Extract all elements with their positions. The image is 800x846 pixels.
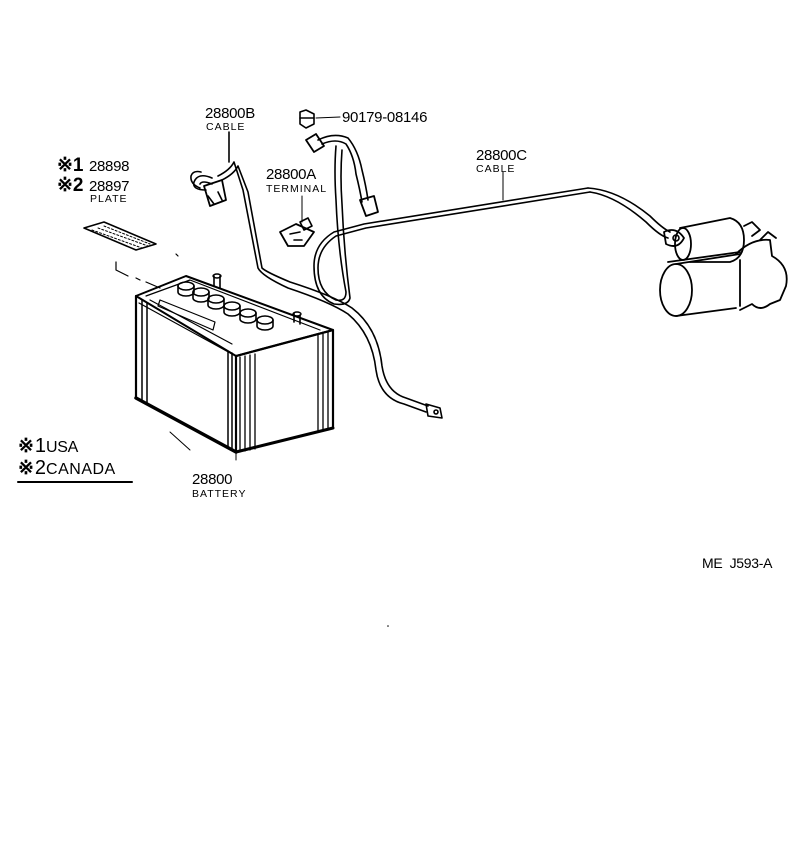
terminal-number: 28800A	[266, 166, 316, 183]
note-canada-num: 2	[34, 457, 47, 479]
note-usa: ※1USA	[18, 436, 78, 456]
cable-28800c-illustration	[305, 133, 685, 306]
cable-28800b-illustration	[190, 131, 443, 419]
bolt-illustration	[299, 109, 341, 129]
cable-b-name: CABLE	[206, 121, 246, 133]
terminal-name: TERMINAL	[266, 183, 328, 195]
note-usa-text: USA	[46, 439, 79, 456]
cable-c-number: 28800C	[476, 147, 527, 164]
battery-name: BATTERY	[192, 488, 247, 500]
plate-mark-2: ※2	[57, 175, 84, 196]
bolt-number: 90179-08146	[342, 109, 428, 126]
cable-b-number: 28800B	[205, 105, 255, 122]
reference-code: ME J593-A	[702, 555, 773, 571]
plate-illustration	[83, 221, 179, 289]
note-usa-num: 1	[34, 435, 47, 457]
starter-illustration	[659, 217, 788, 317]
cable-c-name: CABLE	[476, 163, 516, 175]
note-canada: ※2CANADA	[18, 458, 116, 478]
note-canada-mark: ※	[18, 458, 34, 479]
plate-number-1: 28898	[88, 158, 130, 175]
note-usa-mark: ※	[18, 436, 34, 457]
plate-mark-1: ※1	[57, 155, 84, 176]
plate-name: PLATE	[90, 193, 128, 205]
plate-number-2: 28897	[88, 178, 130, 195]
battery-illustration	[134, 273, 335, 461]
battery-leader	[169, 431, 191, 451]
battery-number: 28800	[192, 471, 233, 488]
terminal-illustration	[279, 195, 315, 247]
plate-line-2: ※2 28897	[57, 176, 129, 195]
plate-line-1: ※1 28898	[57, 156, 129, 175]
note-canada-text: CANADA	[46, 461, 116, 478]
